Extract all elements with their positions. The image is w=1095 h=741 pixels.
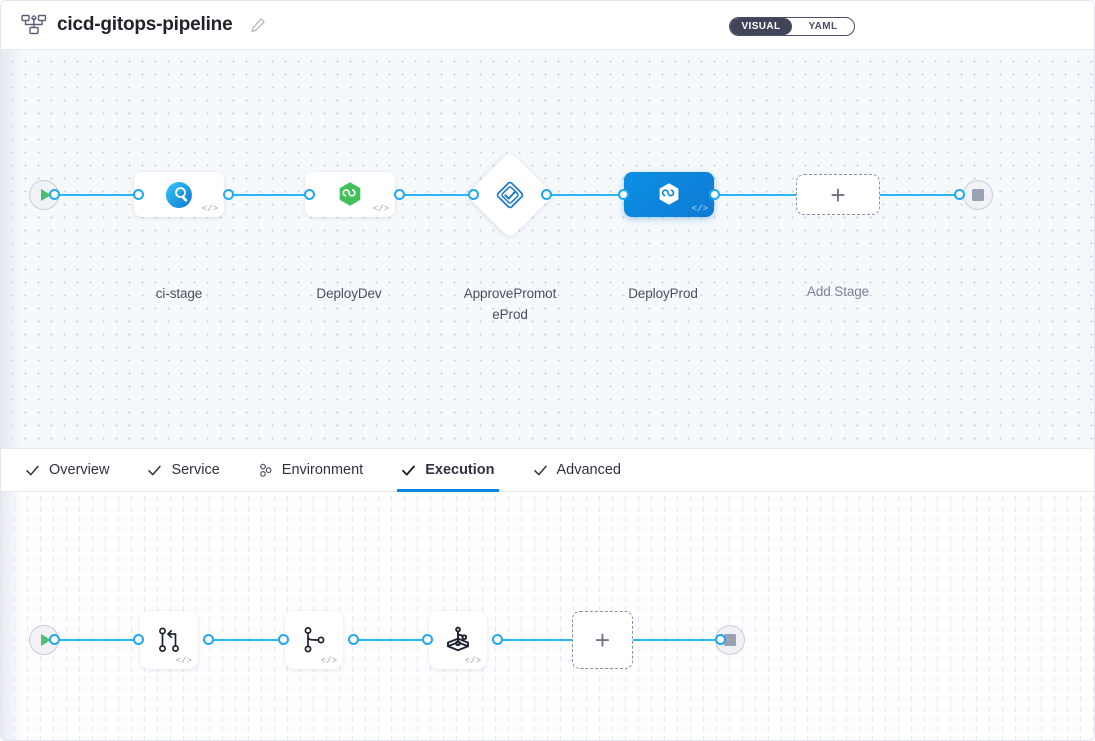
wire-fetch-to-add-step	[492, 639, 592, 641]
stage-config-tabs: Overview Service Environment Execution	[1, 448, 1094, 492]
green-hexagon-infinity-icon	[339, 181, 361, 206]
check-icon	[148, 465, 162, 475]
wire-addstage-to-end	[878, 194, 973, 196]
check-icon	[26, 465, 39, 475]
plus-icon: +	[830, 179, 846, 210]
stage-canvas[interactable]: </> ci-stage </> DeployDev	[1, 50, 1094, 448]
port-fetch-in[interactable]	[422, 634, 433, 645]
toggle-option-yaml[interactable]: YAML	[808, 21, 838, 32]
tab-advanced[interactable]: Advanced	[531, 448, 624, 492]
pipeline-header: cicd-gitops-pipeline VISUAL YAML	[1, 1, 1094, 50]
port-approve-out[interactable]	[541, 189, 552, 200]
tab-service[interactable]: Service	[145, 448, 221, 492]
port-approve-in[interactable]	[468, 189, 479, 200]
gitops-apps-icon	[447, 626, 469, 652]
stage-label-deploydev: DeployDev	[316, 286, 382, 301]
stage-node-deploydev[interactable]: </>	[305, 172, 395, 217]
wire-deployprod-to-addstage	[709, 194, 824, 196]
wire-add-step-to-end	[633, 639, 728, 641]
add-stage-button[interactable]: +	[796, 174, 880, 215]
tab-label: Environment	[281, 462, 364, 478]
add-step-button[interactable]: +	[572, 611, 633, 669]
white-hexagon-infinity-icon	[659, 182, 679, 205]
stop-icon	[724, 634, 736, 646]
stage-end-node[interactable]	[963, 180, 993, 210]
stage-node-ci-stage[interactable]: </>	[134, 172, 224, 217]
step-canvas[interactable]: </> Update Release Repo	[1, 492, 1094, 740]
step-node-update-release-repo[interactable]: </>	[140, 611, 198, 669]
pencil-edit-icon[interactable]	[242, 17, 266, 33]
stage-label-line2: eProd	[492, 307, 528, 322]
port-deploydev-out[interactable]	[394, 189, 405, 200]
port-deployprod-in[interactable]	[618, 189, 629, 200]
tab-label: Service	[171, 462, 220, 478]
port-start-out[interactable]	[49, 189, 60, 200]
stage-label-ci-stage: ci-stage	[155, 286, 203, 301]
tab-overview[interactable]: Overview	[23, 448, 111, 492]
ci-build-magnifier-icon	[165, 181, 192, 208]
stage-flow: </> ci-stage </> DeployDev	[1, 50, 1094, 448]
step-node-fetch-linked-apps[interactable]: </>	[429, 611, 487, 669]
wire-start-to-ci	[53, 194, 168, 196]
wire-approve-to-deployprod	[546, 194, 661, 196]
tab-label: Overview	[49, 462, 110, 478]
stage-node-approve-promote-prod[interactable]	[466, 151, 554, 239]
page-title: cicd-gitops-pipeline	[57, 14, 233, 35]
infrastructure-icon	[259, 463, 272, 477]
port-deployprod-out[interactable]	[709, 189, 720, 200]
port-update-out[interactable]	[203, 634, 214, 645]
stage-node-deployprod[interactable]: </>	[624, 172, 714, 217]
code-badge: </>	[464, 656, 481, 666]
port-step-end-in[interactable]	[715, 634, 726, 645]
port-end-in[interactable]	[954, 189, 965, 200]
wire-merge-to-fetch-linked-apps	[348, 639, 458, 641]
stage-label-approve-promote-prod: ApprovePromot eProd	[445, 283, 575, 325]
plus-icon: +	[594, 625, 611, 655]
code-badge: </>	[691, 204, 708, 214]
tab-environment[interactable]: Environment	[256, 448, 365, 492]
wire-ci-to-deploydev	[223, 194, 338, 196]
port-merge-out[interactable]	[348, 634, 359, 645]
toggle-option-visual[interactable]: VISUAL	[730, 18, 792, 35]
check-icon	[402, 465, 416, 475]
code-badge: </>	[201, 204, 218, 214]
code-badge: </>	[372, 204, 389, 214]
pipeline-header-left: cicd-gitops-pipeline	[21, 14, 266, 36]
approval-check-diamond-icon	[496, 181, 524, 209]
view-mode-toggle[interactable]: VISUAL YAML	[729, 17, 855, 36]
port-step-start-out[interactable]	[49, 634, 60, 645]
stage-label-deployprod: DeployProd	[628, 286, 698, 301]
wire-update-to-merge-pr	[203, 639, 313, 641]
wire-start-to-update-release-repo	[53, 639, 168, 641]
port-ci-in[interactable]	[133, 189, 144, 200]
wire-deploydev-to-approve	[394, 194, 509, 196]
port-fetch-out[interactable]	[492, 634, 503, 645]
step-flow: </> Update Release Repo	[1, 492, 1094, 740]
tab-label: Advanced	[556, 462, 622, 478]
port-update-in[interactable]	[133, 634, 144, 645]
add-stage-label: Add Stage	[806, 284, 870, 299]
check-icon	[533, 465, 547, 475]
play-icon	[40, 634, 51, 646]
port-merge-in[interactable]	[278, 634, 289, 645]
stop-icon	[972, 189, 984, 201]
stage-label-line1: ApprovePromot	[463, 286, 557, 301]
code-badge: </>	[320, 656, 337, 666]
pipeline-icon	[21, 14, 47, 36]
play-icon	[40, 189, 51, 201]
step-node-merge-pr[interactable]: </>	[285, 611, 343, 669]
port-deploydev-in[interactable]	[304, 189, 315, 200]
git-merge-arrow-icon	[159, 627, 179, 652]
git-branch-icon	[304, 627, 325, 653]
tab-label: Execution	[425, 462, 495, 478]
tab-execution[interactable]: Execution	[397, 448, 499, 492]
port-ci-out[interactable]	[223, 189, 234, 200]
code-badge: </>	[175, 656, 192, 666]
